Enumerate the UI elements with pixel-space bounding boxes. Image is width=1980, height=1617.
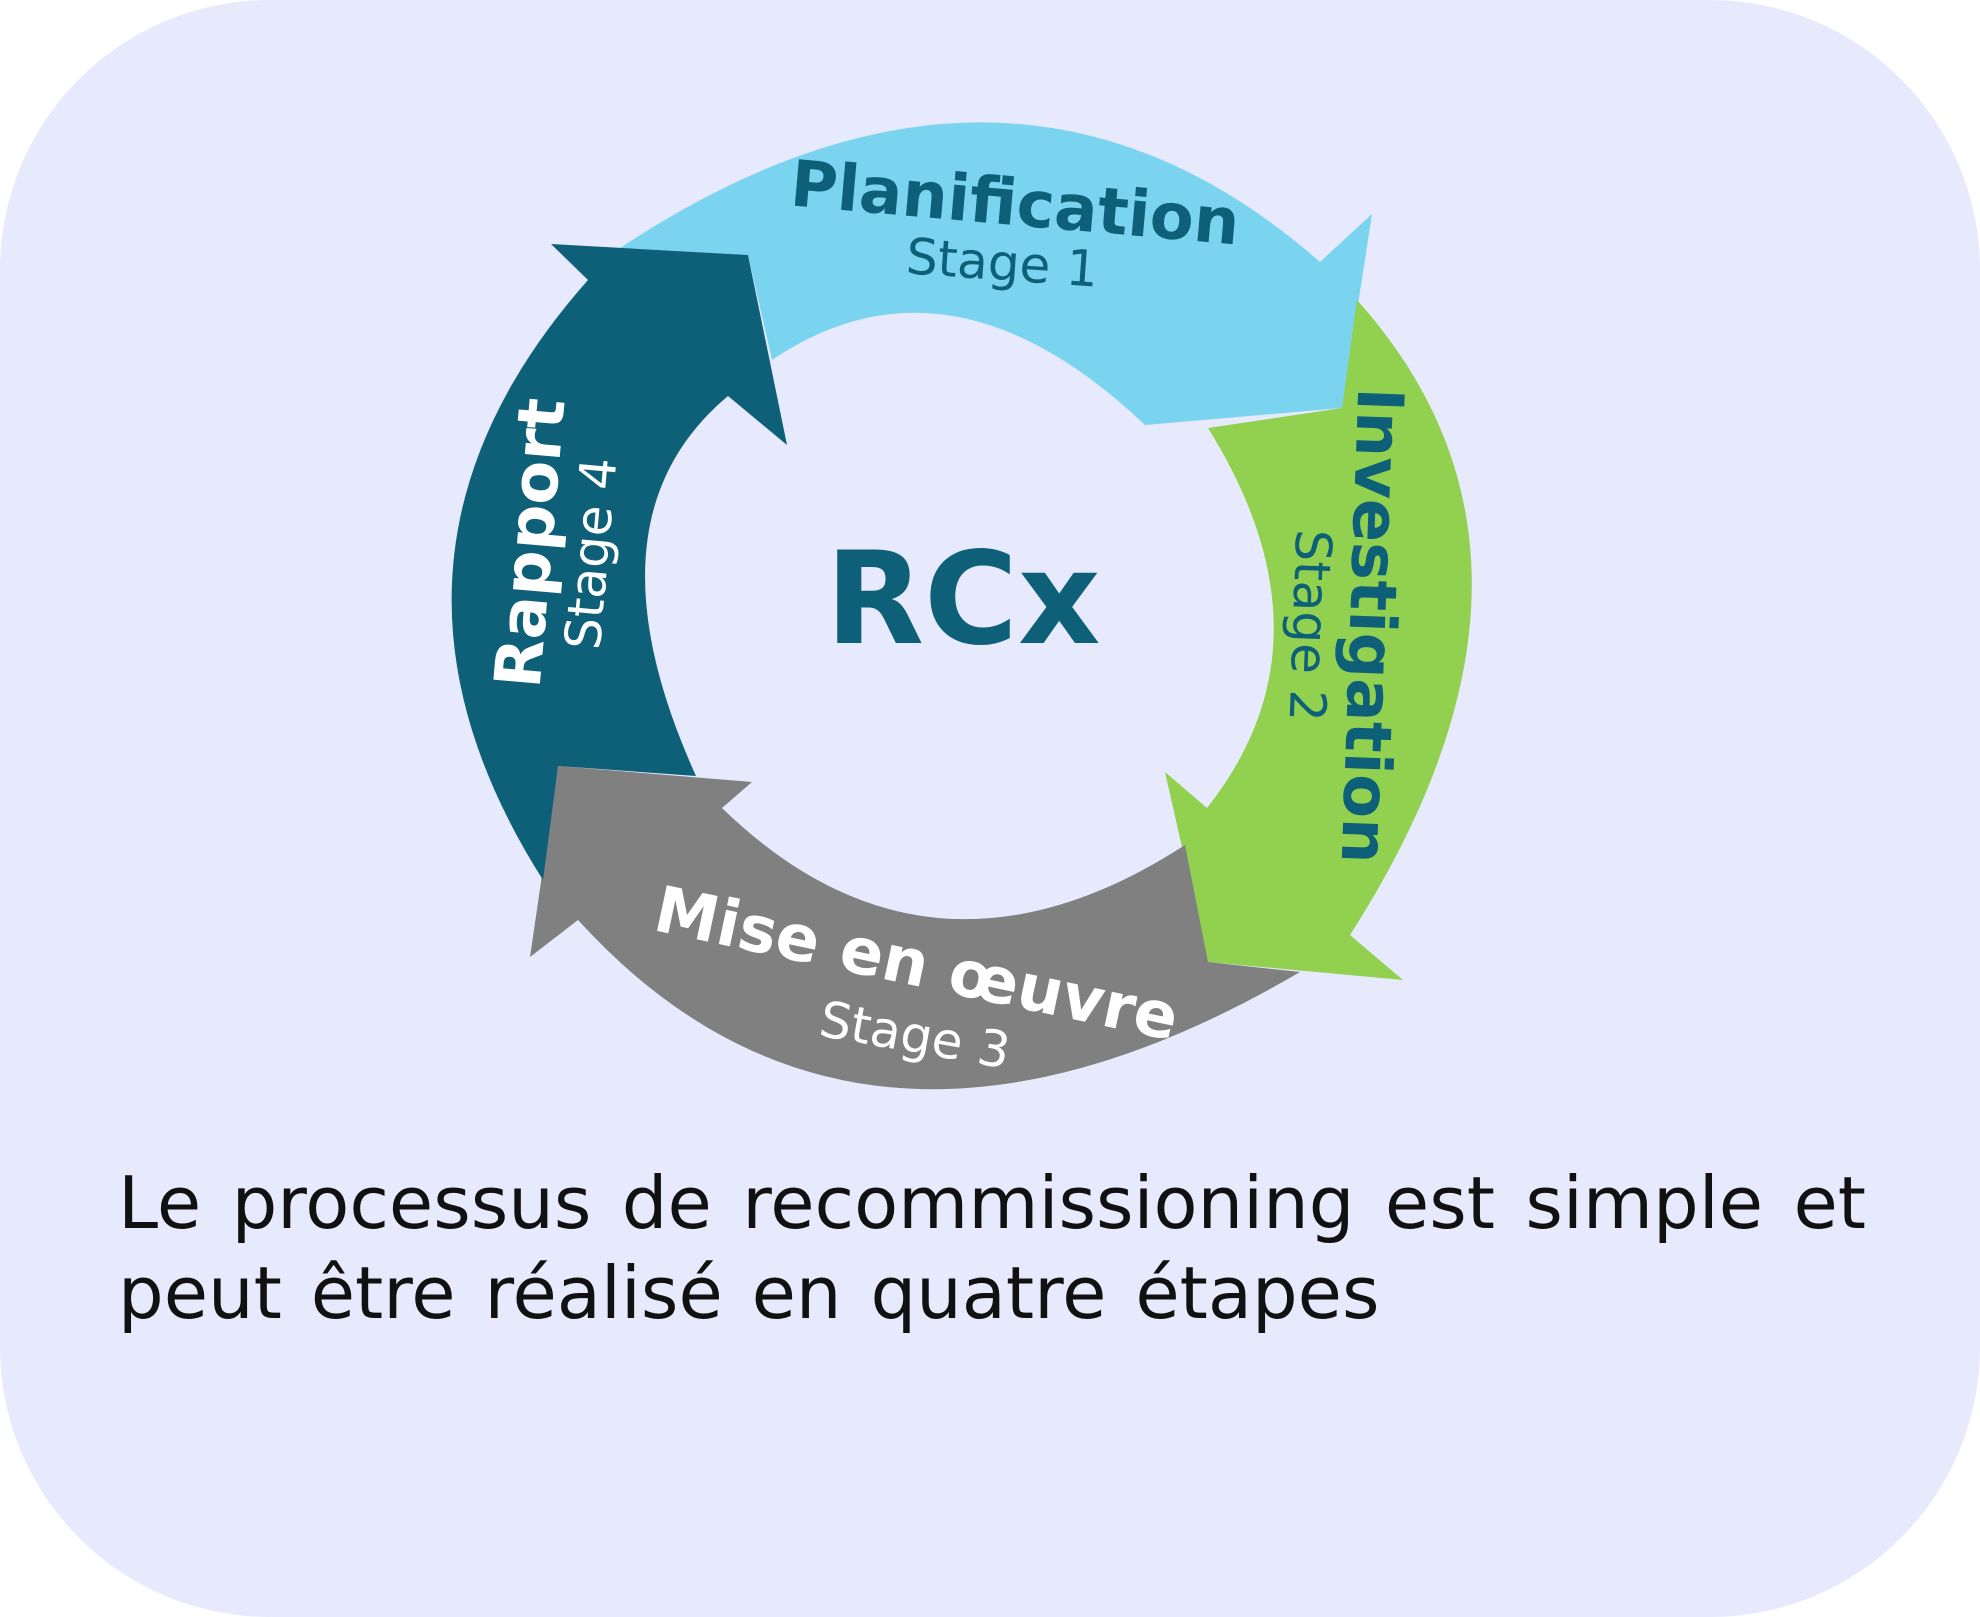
center-label: RCx [825,525,1100,674]
stage-4-arrow [451,244,787,880]
caption-text: Le processus de recommissioning est simp… [118,1161,1866,1335]
stage-3-arrow [530,766,1300,1090]
stage-1-arrow [620,122,1372,426]
stage-2-title: Investigation [1326,386,1417,864]
stage-1-subtitle: Stage 1 [904,227,1100,298]
stage-2-arrow [1165,300,1472,980]
stage-2-subtitle: Stage 2 [1278,529,1343,723]
